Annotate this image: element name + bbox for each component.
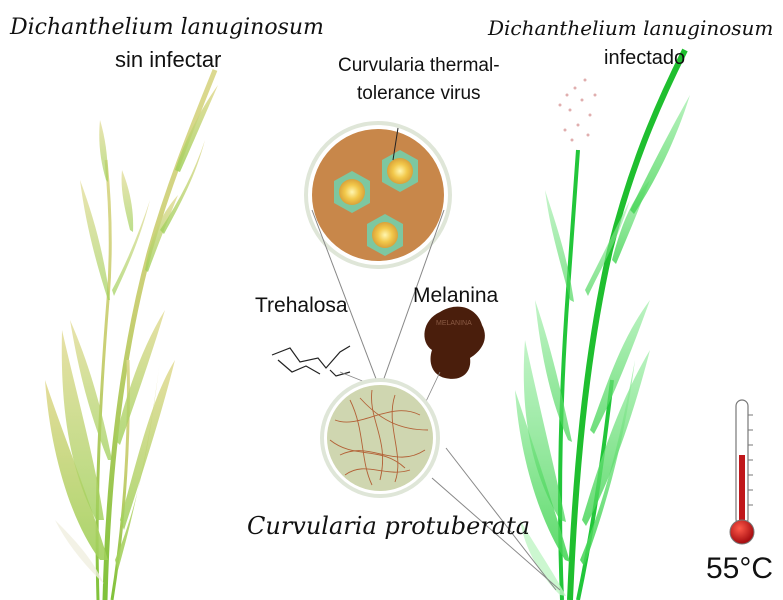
virus-magnification-disc: [306, 123, 450, 267]
right-plant-species-label: Dichanthelium lanuginosum: [488, 16, 773, 40]
melanin-label: Melanina: [413, 284, 498, 308]
temperature-readout: 55°C: [706, 552, 773, 586]
trehalose-label: Trehalosa: [255, 294, 348, 318]
left-plant-status-label: sin infectar: [115, 47, 221, 73]
melanin-blob-text: MELANINA: [436, 320, 472, 327]
right-plant-status-label: infectado: [604, 47, 685, 70]
infected-plant: [515, 50, 690, 600]
uninfected-plant: [45, 70, 218, 600]
thermometer-icon: [730, 400, 754, 544]
virus-label-line2: tolerance virus: [357, 83, 481, 105]
fungus-magnification-disc: [322, 380, 438, 496]
fungus-label: Curvularia protuberata: [247, 512, 530, 540]
virus-label-line1: Curvularia thermal-: [338, 55, 500, 77]
left-plant-species-label: Dichanthelium lanuginosum: [10, 15, 324, 40]
